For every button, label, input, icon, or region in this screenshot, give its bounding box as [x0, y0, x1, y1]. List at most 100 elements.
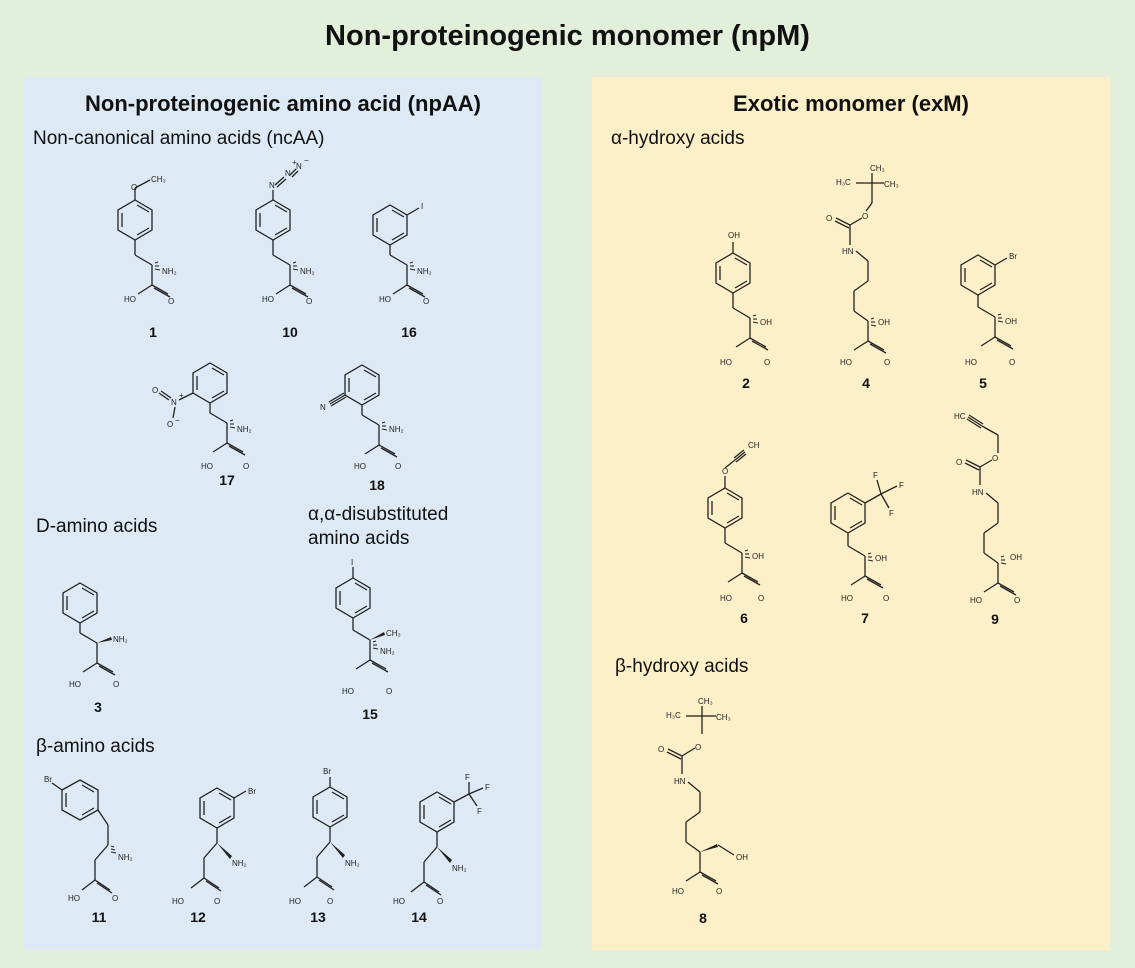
- svg-text:HO: HO: [262, 295, 274, 304]
- svg-text:HO: HO: [69, 680, 81, 689]
- svg-text:O: O: [395, 462, 401, 471]
- svg-text:O: O: [168, 297, 174, 306]
- svg-text:HO: HO: [672, 887, 684, 896]
- svg-text:O: O: [1009, 358, 1015, 367]
- svg-text:HO: HO: [68, 894, 80, 903]
- svg-text:H₃C: H₃C: [836, 178, 851, 187]
- svg-text:HN: HN: [842, 247, 854, 256]
- svg-text:HO: HO: [379, 295, 391, 304]
- svg-text:O: O: [243, 462, 249, 471]
- svg-text:I: I: [421, 202, 423, 211]
- compound-16-label: 16: [401, 324, 417, 340]
- svg-text:Br: Br: [248, 787, 256, 796]
- compound-1-label: 1: [149, 324, 157, 340]
- svg-text:O: O: [884, 358, 890, 367]
- npaa-panel: Non-proteinogenic amino acid (npAA) Non-…: [24, 77, 542, 950]
- compound-2-label: 2: [742, 375, 750, 391]
- svg-text:−: −: [175, 416, 180, 425]
- svg-text:HO: HO: [393, 897, 405, 906]
- svg-text:HO: HO: [289, 897, 301, 906]
- svg-text:O: O: [695, 743, 701, 752]
- svg-text:HO: HO: [841, 594, 853, 603]
- svg-text:CH₃: CH₃: [386, 629, 401, 638]
- compound-15-structure: I CH₃ NH₂ HO O: [318, 558, 428, 705]
- compound-5-label: 5: [979, 375, 987, 391]
- svg-text:Br: Br: [1009, 252, 1017, 261]
- svg-text:OH: OH: [752, 552, 764, 561]
- svg-text:NH₂: NH₂: [345, 859, 360, 868]
- svg-text:HO: HO: [970, 596, 982, 605]
- compound-9-label: 9: [991, 611, 999, 627]
- svg-text:NH₂: NH₂: [300, 267, 315, 276]
- svg-text:O: O: [722, 467, 728, 476]
- compound-17-label: 17: [219, 472, 235, 488]
- svg-text:NH₂: NH₂: [452, 864, 467, 873]
- svg-text:N: N: [269, 181, 275, 190]
- svg-text:O: O: [992, 454, 998, 463]
- beta-hydroxy-section-label: β-hydroxy acids: [615, 656, 749, 677]
- svg-text:NH₂: NH₂: [162, 267, 177, 276]
- compound-7-label: 7: [861, 610, 869, 626]
- svg-text:+: +: [179, 391, 184, 400]
- svg-text:N: N: [296, 162, 302, 171]
- svg-text:NH₂: NH₂: [232, 859, 247, 868]
- svg-text:OH: OH: [878, 318, 890, 327]
- compound-4-label: 4: [862, 375, 870, 391]
- svg-text:O: O: [1014, 596, 1020, 605]
- svg-text:CH₃: CH₃: [716, 713, 731, 722]
- beta-amino-section-label: β-amino acids: [36, 736, 155, 757]
- svg-text:F: F: [485, 783, 490, 792]
- svg-text:Br: Br: [44, 775, 52, 784]
- aa-disubstituted-section-label: α,α-disubstituted amino acids: [308, 504, 449, 549]
- svg-text:HO: HO: [720, 358, 732, 367]
- svg-text:F: F: [477, 807, 482, 816]
- compound-15-label: 15: [362, 706, 378, 722]
- svg-text:O: O: [167, 420, 173, 429]
- npaa-panel-title: Non-proteinogenic amino acid (npAA): [85, 91, 481, 116]
- svg-text:O: O: [113, 680, 119, 689]
- svg-text:OH: OH: [728, 231, 740, 240]
- svg-text:NH₂: NH₂: [389, 425, 404, 434]
- svg-text:I: I: [351, 558, 353, 567]
- svg-text:Br: Br: [323, 767, 331, 776]
- exm-panel-title: Exotic monomer (exM): [733, 91, 969, 116]
- svg-text:NH₂: NH₂: [118, 853, 133, 862]
- compound-11-label: 11: [91, 909, 107, 925]
- alpha-hydroxy-section-label: α-hydroxy acids: [611, 128, 745, 149]
- compound-12-label: 12: [190, 909, 206, 925]
- svg-text:−: −: [304, 156, 309, 165]
- svg-text:OH: OH: [875, 554, 887, 563]
- svg-text:NH₂: NH₂: [380, 647, 395, 656]
- compound-14-label: 14: [411, 909, 427, 925]
- svg-text:F: F: [889, 509, 894, 518]
- compound-6-label: 6: [740, 610, 748, 626]
- svg-text:OH: OH: [736, 853, 748, 862]
- svg-text:HO: HO: [201, 462, 213, 471]
- svg-text:O: O: [764, 358, 770, 367]
- svg-text:CH₃: CH₃: [151, 175, 166, 184]
- compound-3-label: 3: [94, 699, 102, 715]
- svg-text:O: O: [826, 214, 832, 223]
- svg-text:OH: OH: [1005, 317, 1017, 326]
- svg-text:CH: CH: [748, 441, 760, 450]
- svg-text:F: F: [873, 471, 878, 480]
- svg-text:O: O: [386, 687, 392, 696]
- svg-text:HO: HO: [342, 687, 354, 696]
- svg-text:O: O: [423, 297, 429, 306]
- svg-text:CH₃: CH₃: [870, 164, 885, 173]
- exm-panel: Exotic monomer (exM) α-hydroxy acids β-h…: [592, 77, 1110, 950]
- compound-16-structure: I NH₂ HO O: [355, 195, 455, 325]
- compound-18-label: 18: [369, 477, 385, 493]
- svg-text:NH₂: NH₂: [417, 267, 432, 276]
- svg-text:OH: OH: [1010, 553, 1022, 562]
